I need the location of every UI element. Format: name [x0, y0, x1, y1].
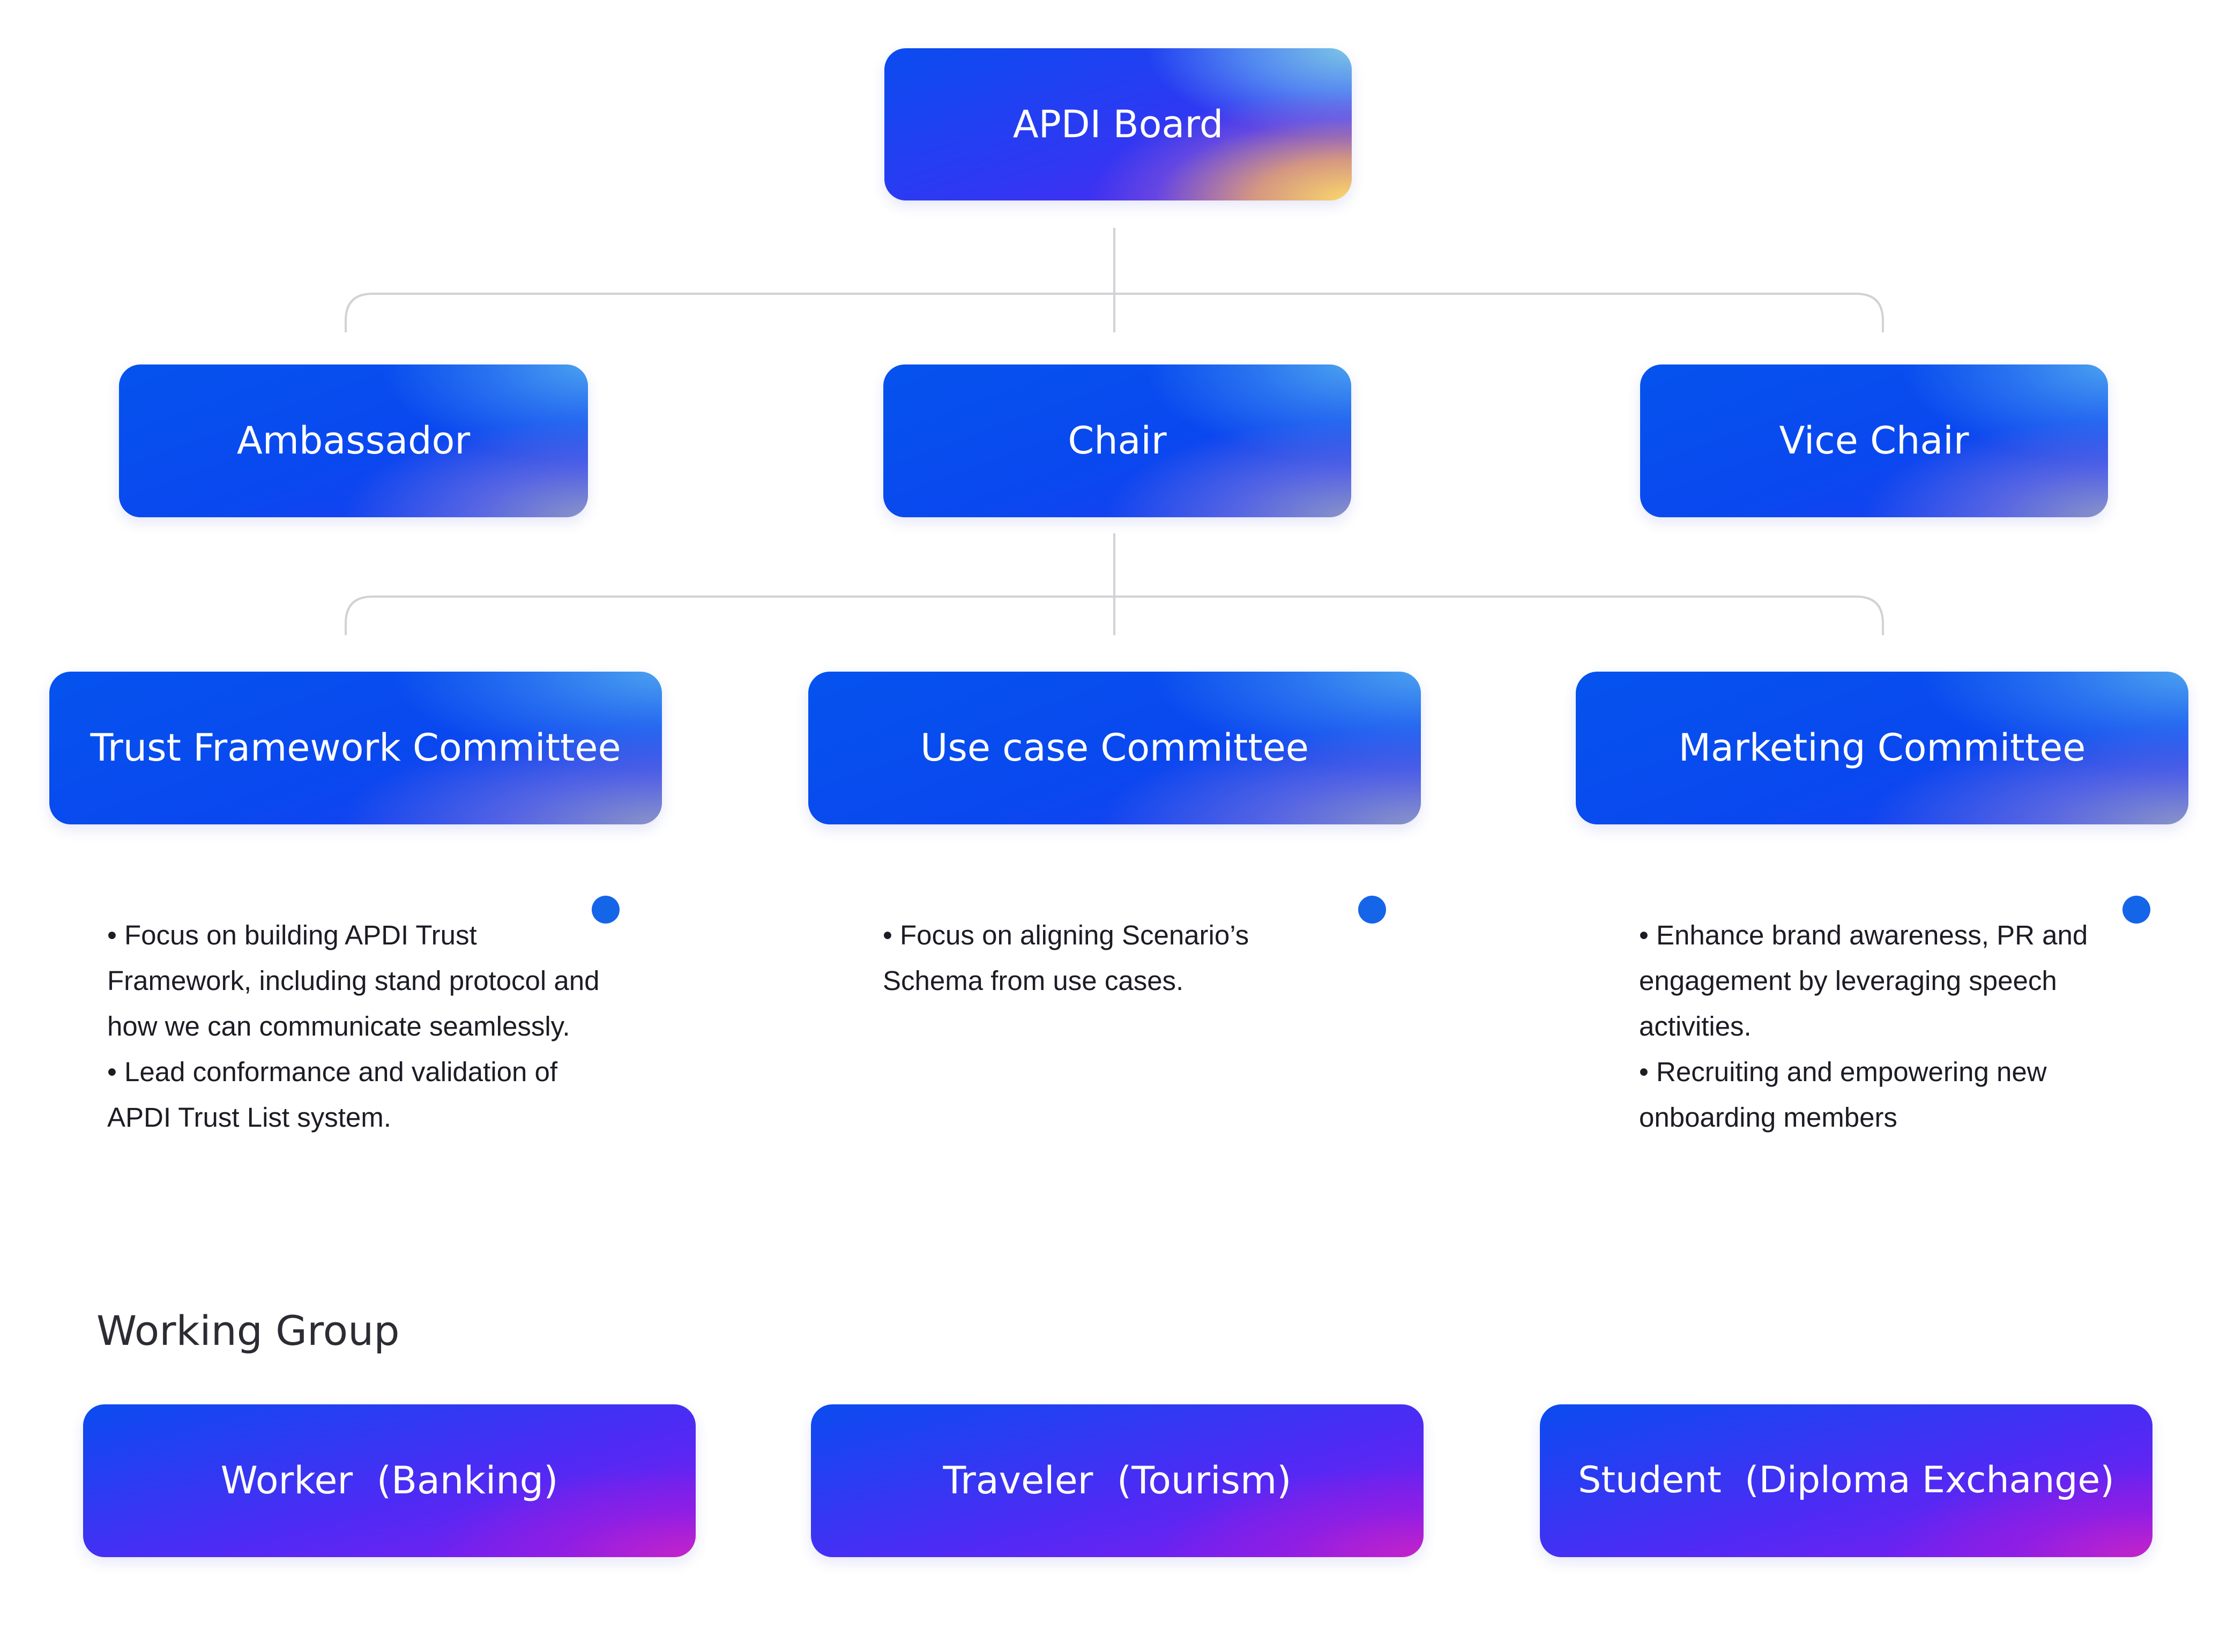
worker-banking-label: Worker (Banking)	[220, 1458, 558, 1502]
worker-banking-node: Worker (Banking)	[83, 1404, 696, 1557]
marketing-bullet: • Recruiting and empowering new onboardi…	[1639, 1056, 2047, 1133]
leadership-branch-connector	[345, 293, 1884, 332]
committee-branch-connector	[345, 596, 1884, 635]
marketing-description: • Enhance brand awareness, PR and engage…	[1639, 912, 2111, 1140]
student-diploma-exchange-node: Student (Diploma Exchange)	[1540, 1404, 2152, 1557]
trust-framework-bullet: • Focus on building APDI Trust Framework…	[107, 920, 600, 1041]
marketing-committee-label: Marketing Committee	[1678, 726, 2086, 770]
trust-framework-marker-dot	[592, 896, 620, 924]
vice-chair-node: Vice Chair	[1640, 364, 2108, 517]
marketing-bullet: • Enhance brand awareness, PR and engage…	[1639, 920, 2088, 1041]
trust-framework-description: • Focus on building APDI Trust Framework…	[107, 912, 606, 1140]
use-case-committee-label: Use case Committee	[920, 726, 1309, 770]
vice-chair-label: Vice Chair	[1779, 419, 1969, 463]
marketing-committee-node: Marketing Committee	[1576, 672, 2188, 824]
working-group-title: Working Group	[96, 1307, 400, 1355]
use-case-bullet: • Focus on aligning Scenario’s Schema fr…	[883, 920, 1249, 996]
ambassador-node: Ambassador	[119, 364, 588, 517]
traveler-tourism-label: Traveler (Tourism)	[943, 1458, 1292, 1502]
ambassador-label: Ambassador	[236, 419, 471, 463]
chair-node: Chair	[883, 364, 1351, 517]
marketing-marker-dot	[2122, 896, 2150, 924]
apdi-board-node: APDI Board	[884, 48, 1352, 200]
use-case-marker-dot	[1358, 896, 1386, 924]
chair-label: Chair	[1068, 419, 1167, 463]
student-diploma-exchange-label: Student (Diploma Exchange)	[1578, 1459, 2114, 1502]
use-case-description: • Focus on aligning Scenario’s Schema fr…	[883, 912, 1328, 1003]
apdi-board-label: APDI Board	[1012, 102, 1224, 146]
trust-framework-bullet: • Lead conformance and validation of APD…	[107, 1056, 558, 1133]
use-case-committee-node: Use case Committee	[808, 672, 1421, 824]
traveler-tourism-node: Traveler (Tourism)	[811, 1404, 1424, 1557]
trust-framework-committee-node: Trust Framework Committee	[49, 672, 662, 824]
trust-framework-committee-label: Trust Framework Committee	[90, 726, 621, 770]
